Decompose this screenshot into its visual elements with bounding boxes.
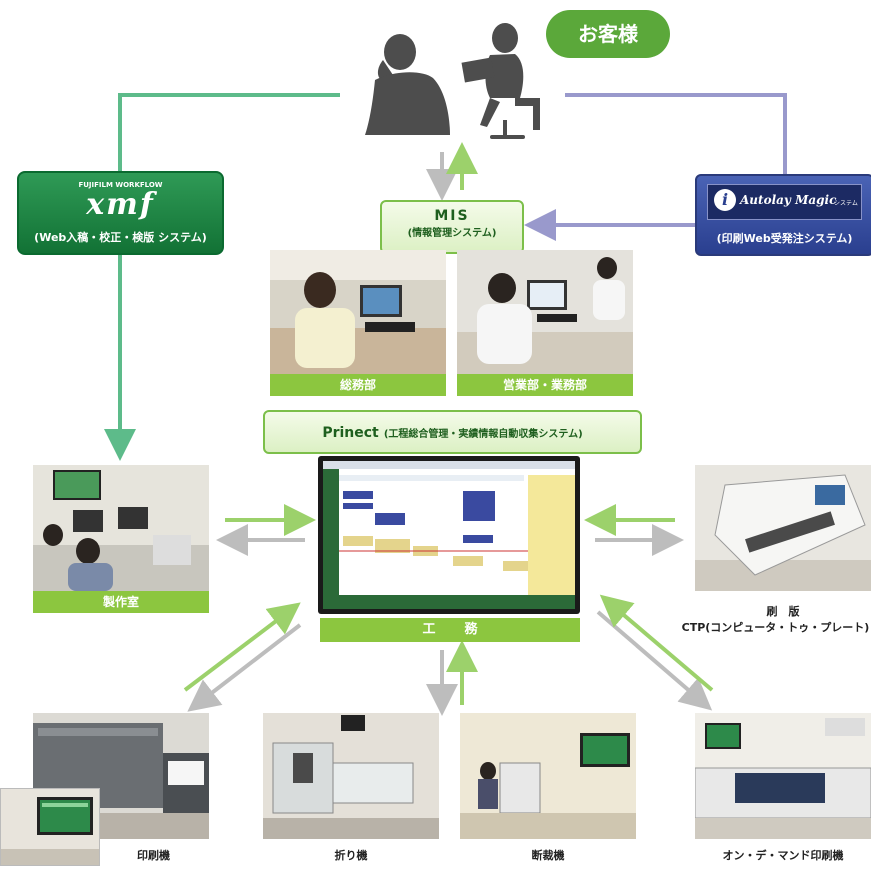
xmf-caption: (Web入稿・校正・検版 システム) <box>34 231 207 244</box>
xmf-brand: FUJIFILM WORKFLOW <box>78 181 163 189</box>
koumu-label: 工 務 <box>320 618 580 642</box>
ondemand-to-koumu-arrow <box>599 594 714 692</box>
ondemand-label: オン・デ・マンド印刷機 <box>722 849 844 862</box>
eigyo-label: 営業部・業務部 <box>457 374 633 396</box>
ctp-line1: 刷 版 <box>766 605 800 618</box>
phone-person-icon <box>365 34 450 135</box>
soumu-photo <box>270 250 446 374</box>
customer-badge: お客様 <box>546 10 670 58</box>
ctp-line2: CTP(コンピュータ・トゥ・プレート) <box>681 621 870 634</box>
ctp-photo <box>695 465 871 591</box>
cutter-label: 断裁機 <box>531 849 565 862</box>
eigyo-photo <box>457 250 633 374</box>
design-room-photo <box>33 465 209 591</box>
autolay-logo-panel: i Autolay Magic システム <box>707 184 862 220</box>
autolay-logo: Autolay Magic <box>740 193 837 207</box>
cutter-photo <box>460 713 636 839</box>
cutting-machine-photo <box>460 713 636 839</box>
seisaku-label: 製作室 <box>33 591 209 613</box>
prinect-subtitle: (工程総合管理・実績情報自動収集システム) <box>383 429 583 440</box>
office-worker-photo <box>270 250 446 374</box>
press-label: 印刷機 <box>137 849 170 862</box>
folding-machine-photo <box>263 713 439 839</box>
autolay-logo-sub: システム <box>834 200 858 207</box>
press-inset-photo <box>0 788 100 866</box>
ondemand-press-photo <box>695 713 871 839</box>
koumu-label-left: 工 <box>422 622 436 637</box>
ctp-machine-photo <box>695 465 871 591</box>
office-sales-photo <box>457 250 633 374</box>
folder-label: 折り機 <box>334 849 368 862</box>
autolay-box: i Autolay Magic システム (印刷Web受発注システム) <box>695 174 871 256</box>
prinect-title: Prinect <box>322 425 379 441</box>
koumu-label-right: 務 <box>464 622 478 637</box>
prinect-box: Prinect (工程総合管理・実績情報自動収集システム) <box>263 410 642 454</box>
autolay-caption: (印刷Web受発注システム) <box>716 232 853 245</box>
folder-photo <box>263 713 439 839</box>
mis-box: MIS (情報管理システム) <box>380 200 524 254</box>
koumu-to-press-arrow <box>187 623 302 712</box>
press-to-koumu-arrow <box>183 602 301 692</box>
seisaku-photo <box>33 465 209 591</box>
soumu-label: 総務部 <box>270 374 446 396</box>
mis-subtitle: (情報管理システム) <box>407 228 497 239</box>
ondemand-photo <box>695 713 871 839</box>
laptop-person-icon <box>461 23 540 139</box>
mis-title: MIS <box>434 208 470 224</box>
autolay-flow-line <box>565 93 787 175</box>
customer-silhouettes <box>365 23 540 139</box>
koumu-monitor <box>318 456 580 614</box>
xmf-logo: xmf <box>86 187 155 222</box>
autolay-i-icon: i <box>714 189 736 211</box>
scheduling-screen <box>323 461 575 609</box>
xmf-flow-line <box>104 93 340 461</box>
press-monitor-inset <box>1 797 99 865</box>
xmf-box: FUJIFILM WORKFLOW xmf (Web入稿・校正・検版 システム) <box>17 171 224 255</box>
